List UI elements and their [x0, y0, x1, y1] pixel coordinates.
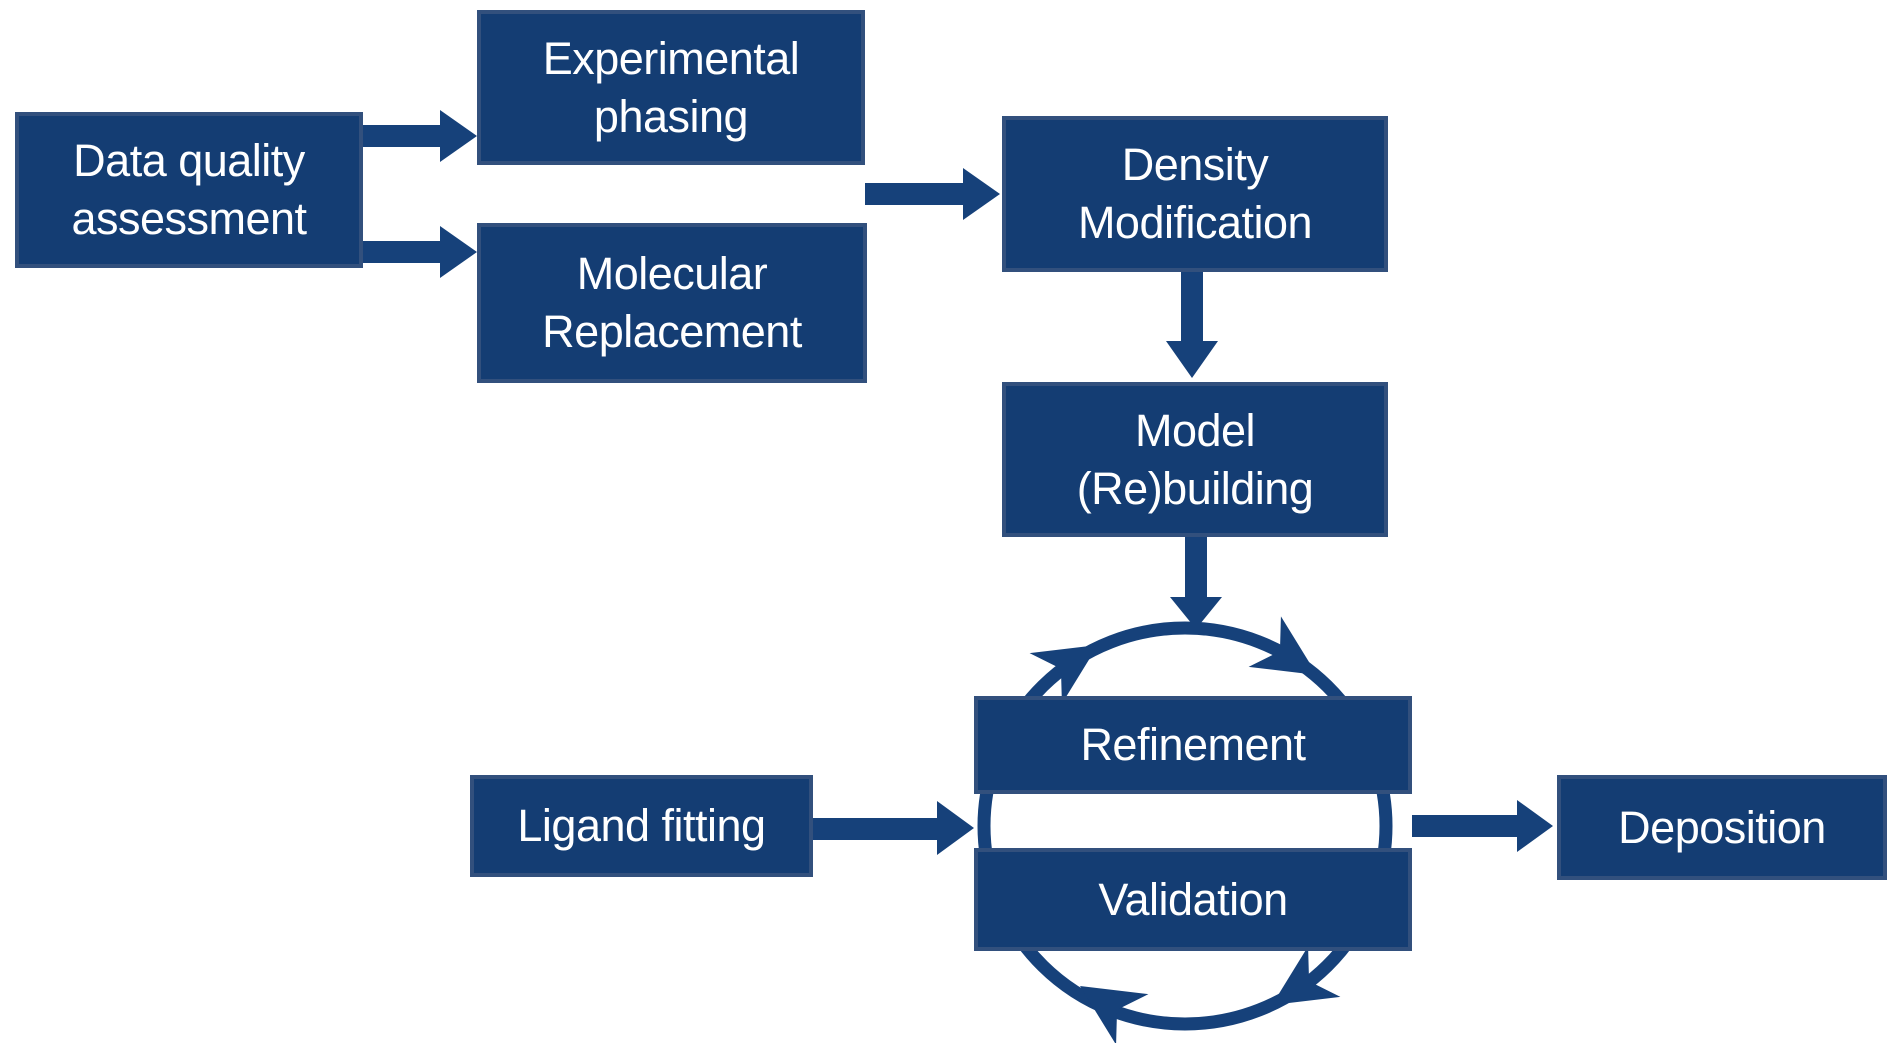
cycle-arrowhead-bottom-right-icon — [1272, 946, 1341, 1005]
cycle-arrowhead-top-right-icon — [1248, 616, 1317, 675]
node-experimental-phasing: Experimental phasing — [477, 10, 865, 165]
arrow-cycle-to-deposition — [1412, 800, 1553, 852]
node-refinement: Refinement — [974, 696, 1412, 794]
arrow-dqa-to-experimental-phasing — [362, 110, 477, 162]
arrow-dqa-to-molecular-replacement — [362, 226, 477, 278]
node-density-modification: Density Modification — [1002, 116, 1388, 272]
arrow-ligand-fitting-to-cycle — [813, 801, 974, 855]
refinement-validation-cycle-ring — [977, 621, 1393, 1031]
node-molecular-replacement: Molecular Replacement — [477, 223, 867, 383]
node-ligand-fitting: Ligand fitting — [470, 775, 813, 877]
node-model-rebuilding: Model (Re)building — [1002, 382, 1388, 537]
node-deposition: Deposition — [1557, 775, 1887, 880]
arrow-model-rebuilding-to-cycle — [1170, 537, 1222, 629]
node-validation: Validation — [974, 848, 1412, 951]
arrow-density-to-model-rebuilding — [1166, 272, 1218, 378]
node-data-quality-assessment: Data quality assessment — [15, 112, 363, 268]
cycle-arrowhead-top-left-icon — [1029, 645, 1098, 704]
cycle-arrowhead-bottom-left-icon — [1080, 986, 1149, 1043]
arrow-phasing-to-density-modification — [865, 168, 1000, 220]
